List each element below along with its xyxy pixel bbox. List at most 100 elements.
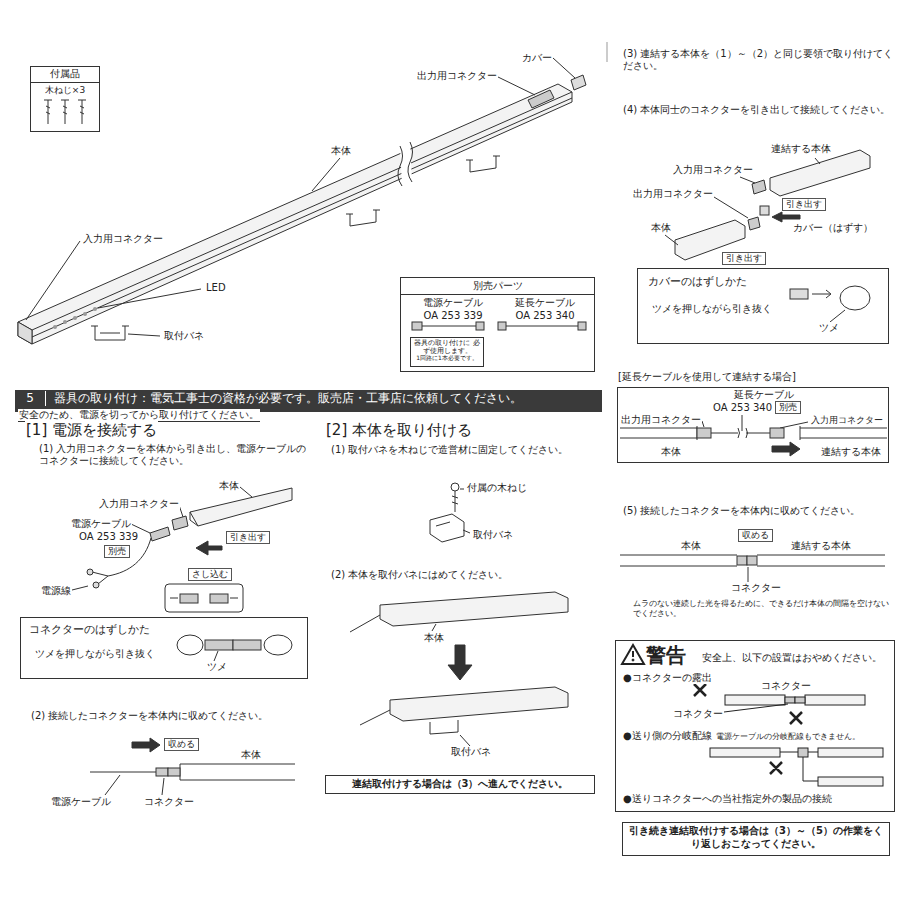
led [53,325,57,329]
cable-plug [150,527,170,541]
howto-box: コネクターのはずしかたツメを押しながら引き抜く [20,617,308,679]
led [83,312,87,316]
node-text: 引き出す [786,199,822,210]
body-edges [190,512,198,526]
step3-figure [620,150,887,582]
howto-box: カバーのはずしかたツメを押しながら引き抜く [637,268,889,344]
output-connector [528,90,554,108]
leader-line [214,651,218,661]
break-mark [398,142,413,186]
part-label: OA 253 339 [78,531,139,543]
part-label: 出力用コネクター [416,70,498,82]
part-label: コネクター [143,796,195,808]
pull-arrow [196,541,222,555]
down-arrow [448,645,472,680]
node-text: 別売 [108,546,126,557]
node-text: 収める [168,739,195,750]
part-label: 本体 [218,480,240,492]
node-text: 延長ケーブル OA 253 340 [509,297,581,322]
optional-parts-box: 別売パーツ電源ケーブル OA 253 339延長ケーブル OA 253 340器… [400,277,595,372]
part-label: (2) 接続したコネクターを本体内に収めてください。 [30,710,269,722]
part-label: (2) 本体を取付バネにはめてください。 [330,569,509,581]
part-label: ●送り側の分岐配線 [622,730,713,742]
part-label: 本体 [240,749,262,761]
output-connector [748,217,760,230]
node-text: ツメを押しながら引き抜く [652,303,782,316]
connector [795,697,805,703]
part-label: [1] 電源を接続する [25,421,158,439]
optional-tag: 別売 [775,401,801,414]
part-label: 連結する本体 [770,143,832,155]
part-label: 取付バネ [163,330,205,342]
part-label: OA 253 340 [712,402,773,414]
part-label: (3) 連結する本体を（1）～（2）と同じ要領で取り付けてください。 [622,48,896,72]
node-text: 引き続き連結取付けする場合は（3）～（5）の作業をくり返しおこなってください。 [629,825,883,850]
connector [770,428,784,438]
node-text: 木ねじ×3 [31,83,99,96]
notice-box: 引き続き連結取付けする場合は（3）～（5）の作業をくり返しおこなってください。 [622,822,890,856]
node-text: 5 [21,391,39,406]
part-label: ●コネクターの露出 [622,672,713,684]
part-label: (1) 入力用コネクターを本体から引き出し、電源ケーブルのコネクターに接続してく… [38,443,310,467]
arrow [812,290,831,298]
node-text: [延長ケーブルを使用して連結する場合] [618,371,890,384]
cable-plug [578,322,586,330]
luminaire-body [770,150,870,196]
node-text: 別売パーツ [401,279,594,295]
part-label: 本体 [650,222,672,234]
cover [790,289,808,299]
part-label: 延長ケーブル [733,389,795,401]
action-tag: 引き出す [226,531,270,544]
stowed-assembly [90,764,295,780]
part-label: ムラのない連続した光を得るために、できるだけ本体の間隔を空けないでください。 [632,599,892,618]
mounting-springs [91,156,500,340]
part-label: ツメ [206,661,228,673]
node-text: 引き出す [230,532,266,543]
join-arrow [772,442,800,456]
overview-figure [18,42,607,344]
action-tag: 引き出す [722,252,766,265]
insert-arrows [170,598,238,599]
exclamation-dot [632,659,634,661]
node-text: コネクターのはずしかた [29,623,209,637]
part-label: 本体 [660,446,682,458]
node-text: さし込む [192,569,228,580]
leader-line [724,704,788,712]
step1-figure [72,487,295,795]
part-label: (4) 本体同士のコネクターを引き出して接続してください。 [622,104,896,116]
part-label: 入力用コネクター [82,233,164,245]
part-label: 本体 [330,145,352,157]
part-label: カバー（はずす） [792,222,874,234]
note-box: 器具の取り付けに 必ず使用します。1回路に1本必要です。 [410,337,484,367]
input-connector [172,516,188,530]
connector [168,768,180,776]
accessory-box: 付属品木ねじ×3 [30,66,100,132]
cable-plug [476,322,484,330]
mounting-spring [430,514,470,542]
node-text: 収める [742,530,769,541]
part-label: 取付バネ [450,746,492,758]
part-label: 電源ケーブル [70,518,132,530]
warning-box: 警告安全上、以下の設置はおやめください。 [615,640,895,812]
node-text: 警告 [646,643,706,667]
wood-screws [44,100,86,124]
action-tag: 収める [164,738,199,751]
hand [177,635,203,655]
led [63,320,67,324]
node-text: 別売 [779,402,797,413]
body-edges [18,92,572,344]
body [710,748,780,757]
part-label: (5) 接続したコネクターを本体内に収めてください。 [622,505,861,517]
notice-box: 連結取付けする場合は（3）へ進んでください。 [325,775,595,794]
luminaire-body [380,592,568,626]
connector [180,594,198,603]
node-text: 1回路に1本必要です。 [413,355,481,362]
cover [760,206,769,215]
hand [840,286,870,310]
hand [264,635,292,655]
part-label: コネクター [730,582,782,594]
node-text: 器具の取り付けに 必ず使用します。 [413,339,481,355]
part-label: 本体 [423,632,445,644]
power-cable [92,538,151,584]
body [805,695,865,705]
